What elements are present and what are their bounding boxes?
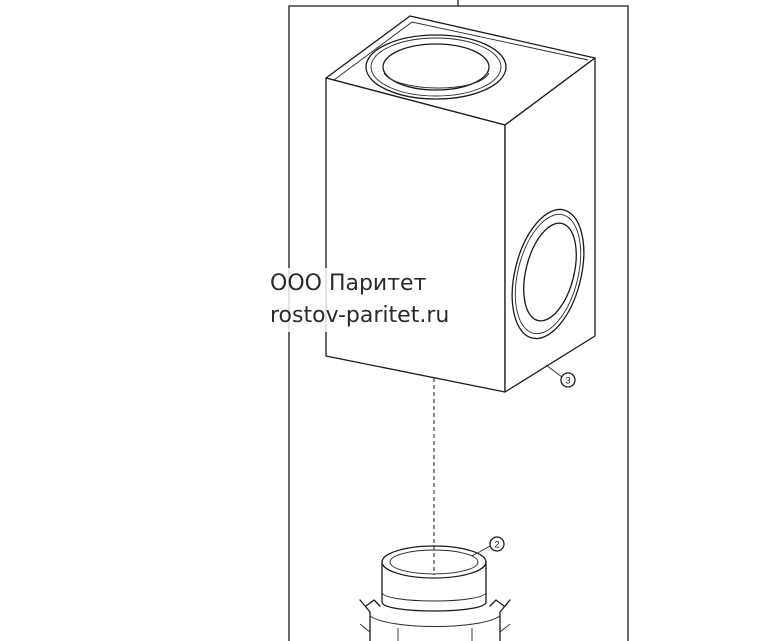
watermark: ООО Паритет rostov-paritet.ru (262, 268, 460, 332)
callout-part-3: 3 (545, 364, 576, 388)
callout-3-label: 3 (565, 376, 570, 386)
callout-part-2: 2 (471, 536, 505, 557)
side-port (511, 208, 585, 340)
watermark-website: rostov-paritet.ru (270, 303, 450, 328)
top-port (365, 34, 507, 100)
callout-2-label: 2 (494, 540, 499, 550)
valve-block (325, 15, 596, 393)
fitting (359, 545, 511, 641)
watermark-company: ООО Паритет (270, 271, 427, 296)
